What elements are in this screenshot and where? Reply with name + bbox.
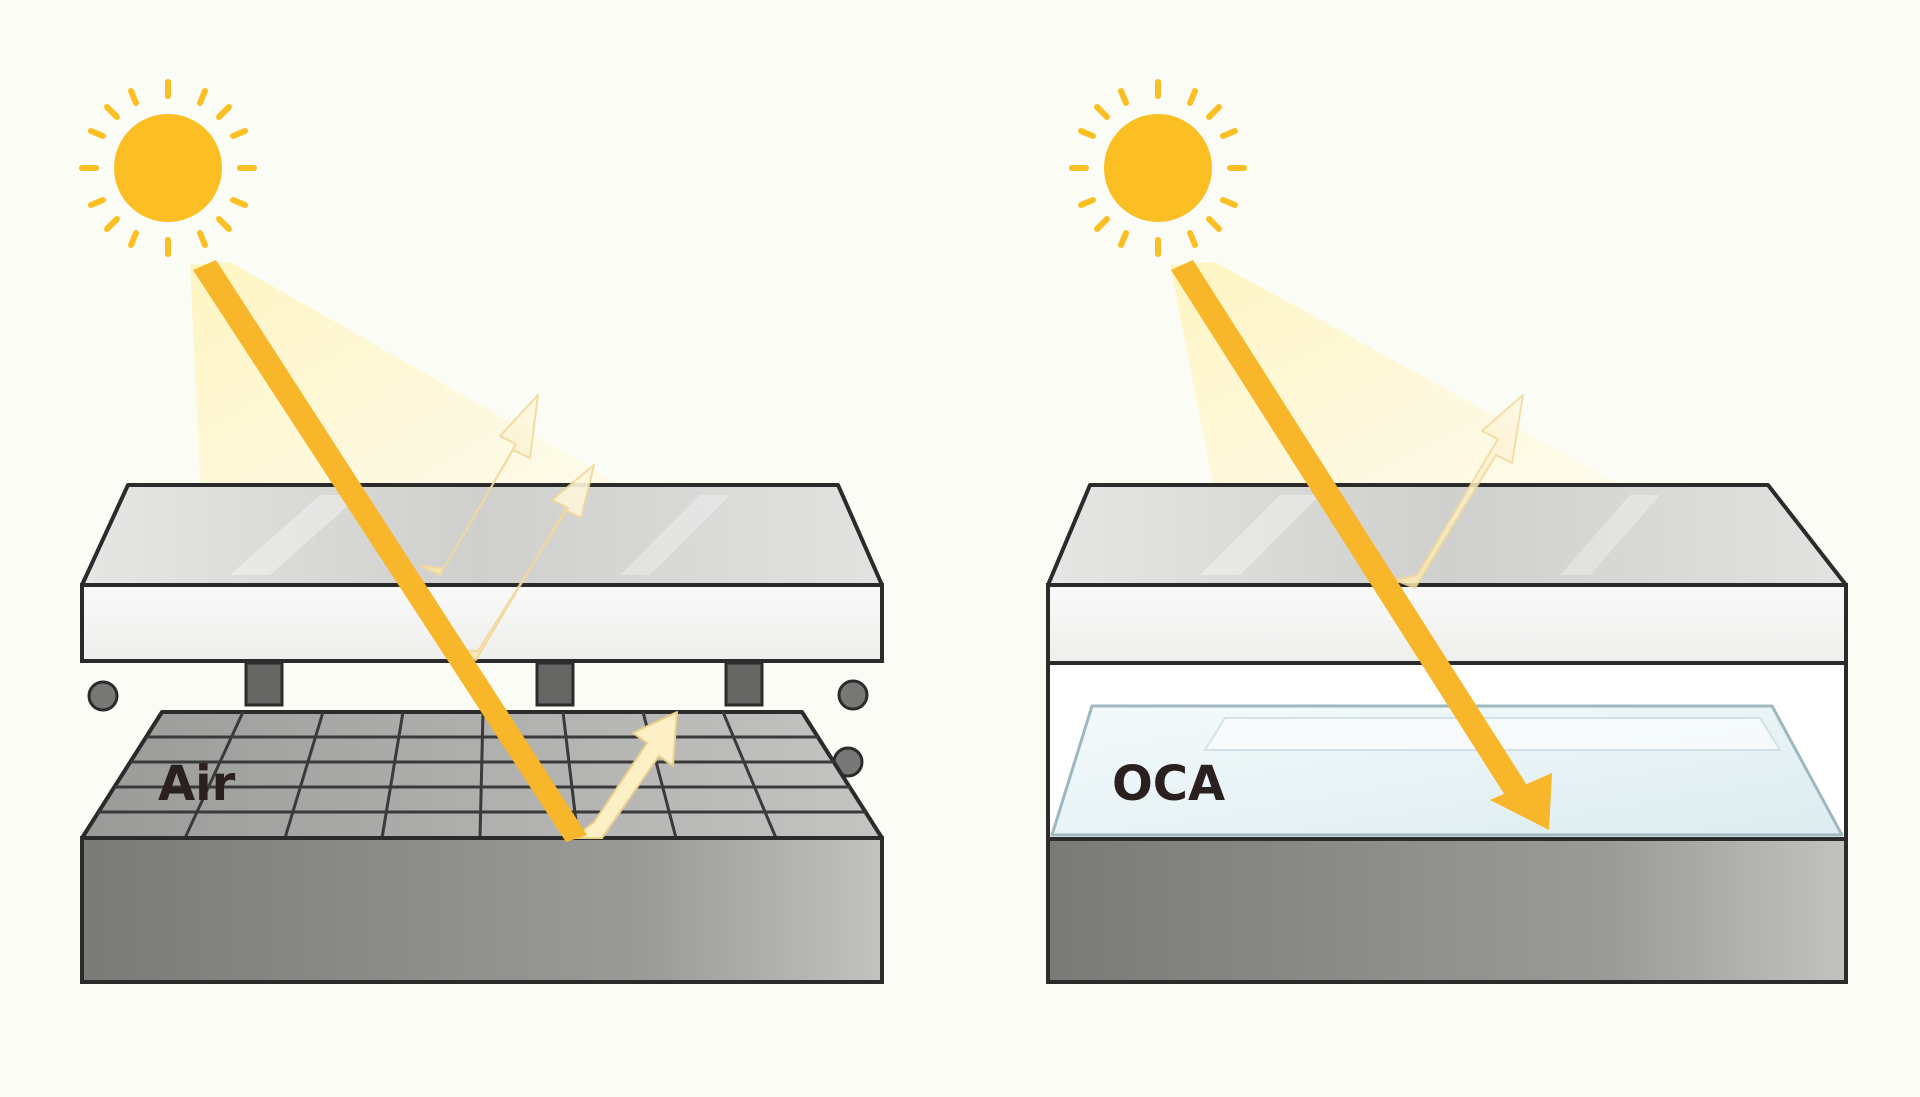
spacer-posts (244, 661, 764, 707)
glass-highlight (230, 495, 360, 575)
display-panel-base (80, 836, 884, 984)
cover-glass-top (80, 483, 884, 587)
cover-glass-front (1046, 583, 1848, 665)
sun-icon (1069, 79, 1247, 257)
reflected-ray-arrow (572, 711, 678, 839)
sun-icon (79, 79, 257, 257)
layer-label-air: Air (158, 756, 236, 812)
reflected-ray-arrow (454, 464, 595, 661)
light-cone (190, 262, 630, 520)
glass-highlight (1200, 495, 1320, 575)
layer-label-oca: OCA (1112, 756, 1225, 812)
reflected-ray-arrow (1394, 394, 1524, 589)
glass-highlight (620, 495, 730, 575)
pixel-grid (98, 711, 866, 839)
incident-ray-arrow (1171, 260, 1552, 830)
reflected-ray-arrow (419, 394, 539, 576)
spacer-beads (87, 679, 869, 778)
panel-oca: OCA (1046, 79, 1848, 984)
incident-ray-arrow (193, 260, 587, 842)
panel-air: Air (79, 79, 884, 984)
light-cone (1170, 262, 1630, 495)
display-panel-base (1046, 837, 1848, 984)
glass-highlight (1560, 495, 1660, 575)
